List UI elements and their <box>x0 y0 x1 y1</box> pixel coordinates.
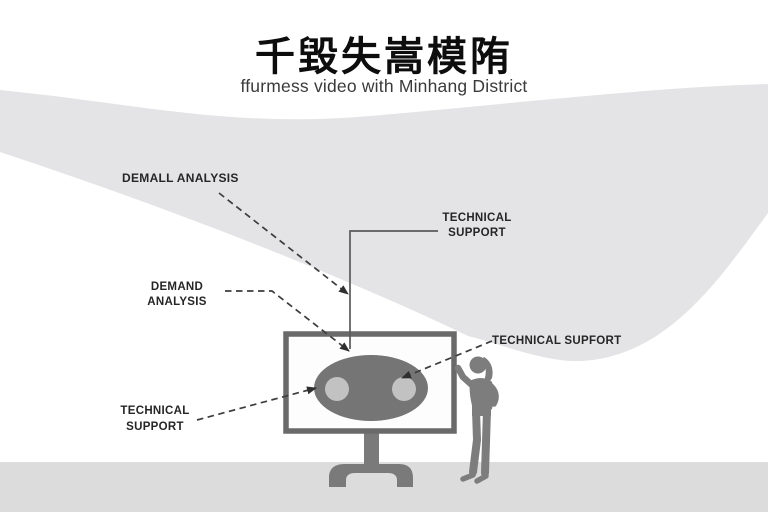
monitor-base <box>329 464 413 487</box>
dashed-arrow-demall <box>218 192 349 295</box>
label-demall-analysis: DEMALL ANALYSIS <box>122 171 239 185</box>
page-subtitle: ffurmess video with Minhang District <box>240 76 528 96</box>
robot-right-eye <box>392 377 416 401</box>
person-front-leg <box>469 406 481 476</box>
person-head <box>469 356 487 374</box>
robot-face-oval <box>314 355 428 421</box>
person-raised-arm <box>454 364 477 390</box>
background-blob-shape <box>0 84 768 362</box>
robot-left-eye <box>325 377 349 401</box>
person-back-foot <box>474 473 489 484</box>
dashed-arrow-technical-right <box>401 340 493 379</box>
monitor-stand-pole <box>364 430 379 466</box>
dashed-arrow-technical-bottom <box>196 386 317 421</box>
person-hair <box>482 357 493 382</box>
person-hip-arm <box>487 382 499 407</box>
person-back-leg <box>481 406 491 477</box>
page-title-chinese: 千毀失嵩模陏 <box>255 35 513 79</box>
dashed-arrow-demand <box>225 290 350 352</box>
person-silhouette <box>454 356 499 484</box>
label-technical-support-top: TECHNICAL SUPPORT <box>442 212 512 239</box>
label-technical-support-bottom: TECHNICAL SUPPORT <box>120 405 190 433</box>
person-front-foot <box>460 472 476 482</box>
label-technical-support-right: TECHNICAL SUPFORT <box>492 335 622 347</box>
label-demand-analysis: DEMAND ANALYSIS <box>147 281 207 308</box>
connector-technical-top-line <box>349 230 438 349</box>
